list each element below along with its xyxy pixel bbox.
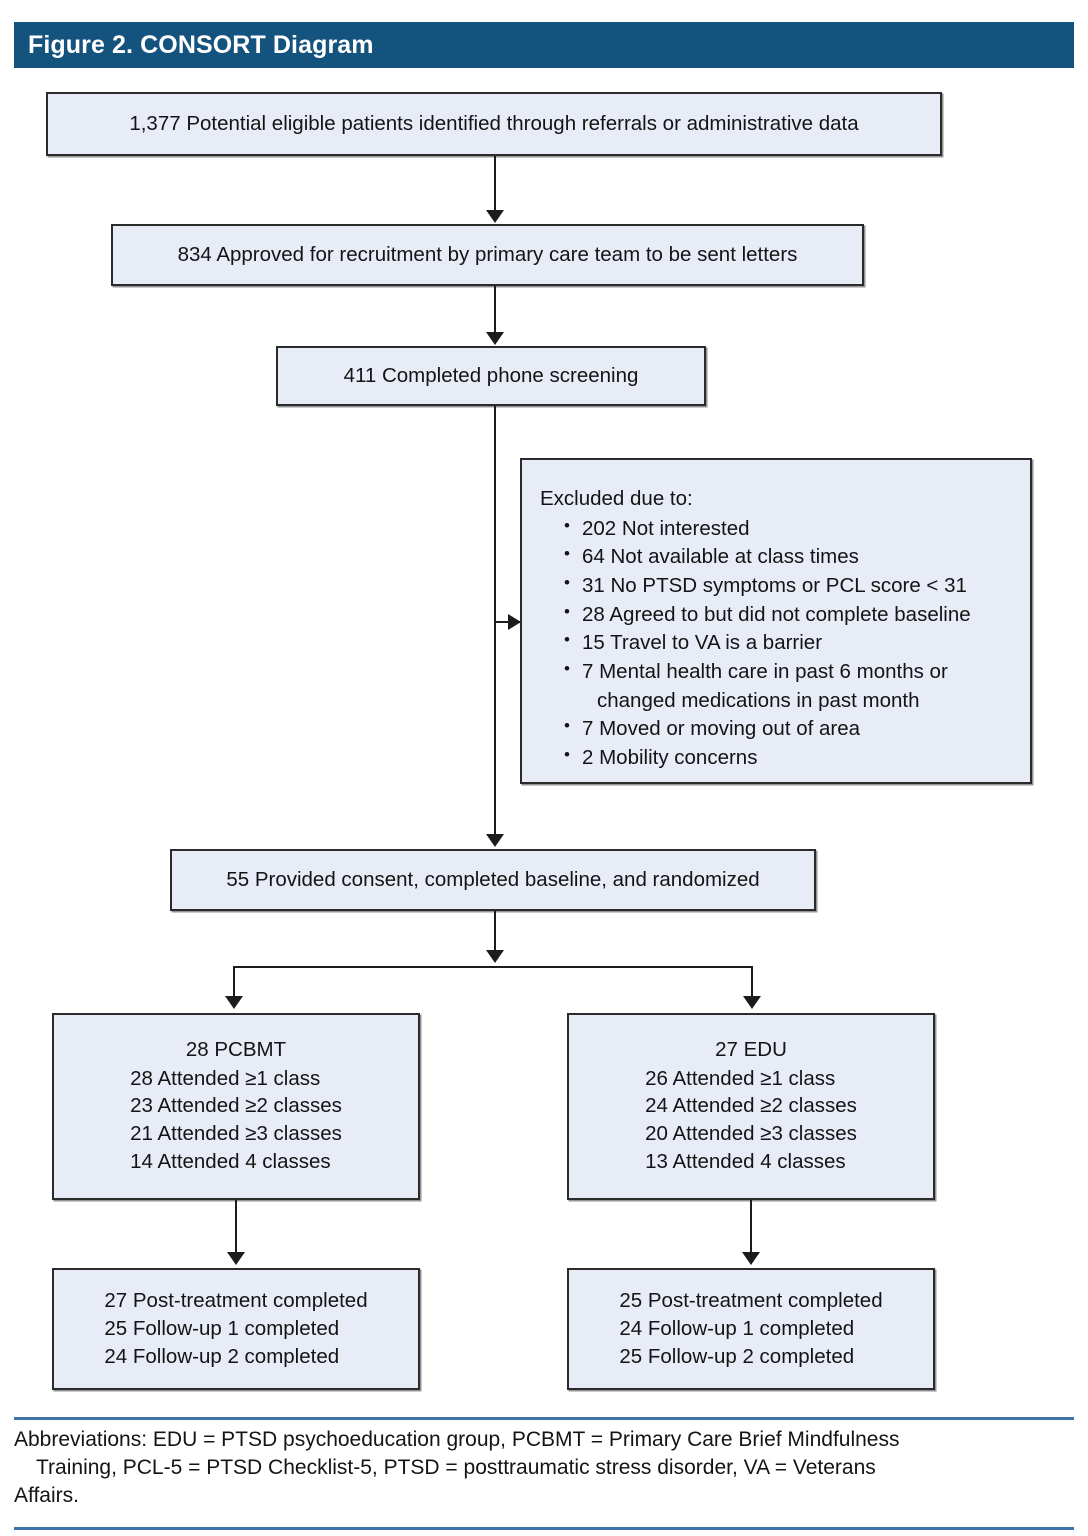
excluded-reason-item: • 2 Mobility concerns bbox=[540, 744, 1030, 773]
bullet-icon: • bbox=[564, 573, 570, 593]
excluded-heading: Excluded due to: bbox=[540, 487, 693, 510]
node-excluded: Excluded due to: • 202 Not interested • … bbox=[520, 458, 1032, 784]
node-screened: 411 Completed phone screening bbox=[276, 346, 706, 406]
node-approved: 834 Approved for recruitment by primary … bbox=[111, 224, 864, 286]
excluded-reason-item: • 202 Not interested bbox=[540, 515, 1030, 544]
arm-pcbmt-title: 28 PCBMT bbox=[185, 1037, 287, 1061]
outcome-pcbmt-line: 24 Follow-up 2 completed bbox=[104, 1344, 340, 1368]
arrowhead-excluded bbox=[508, 614, 521, 630]
abbreviations-line-3: Affairs. bbox=[14, 1483, 79, 1507]
connector-split-right bbox=[751, 966, 753, 998]
bullet-icon: • bbox=[564, 659, 570, 679]
node-identified-text: 1,377 Potential eligible patients identi… bbox=[129, 111, 859, 135]
node-randomized: 55 Provided consent, completed baseline,… bbox=[170, 849, 816, 911]
node-randomized-text: 55 Provided consent, completed baseline,… bbox=[226, 867, 760, 891]
outcome-pcbmt-line: 27 Post-treatment completed bbox=[104, 1289, 368, 1313]
excluded-reason-item: • 64 Not available at class times bbox=[540, 543, 1030, 572]
connector-split-left bbox=[233, 966, 235, 998]
footnote-rule-top bbox=[14, 1417, 1074, 1420]
outcome-edu-line: 24 Follow-up 1 completed bbox=[619, 1317, 855, 1341]
node-arm-edu: 27 EDU 26 Attended ≥1 class 24 Attended … bbox=[567, 1013, 935, 1200]
bullet-icon: • bbox=[564, 630, 570, 650]
excluded-reason-list: • 202 Not interested • 64 Not available … bbox=[540, 515, 1030, 773]
arm-edu-line: 24 Attended ≥2 classes bbox=[645, 1094, 857, 1118]
excluded-reason-text: 31 No PTSD symptoms or PCL score < 31 bbox=[582, 574, 967, 598]
node-outcome-edu: 25 Post-treatment completed 24 Follow-up… bbox=[567, 1268, 935, 1390]
arrowhead-screened bbox=[486, 332, 504, 345]
arrowhead-split bbox=[486, 950, 504, 963]
excluded-reason-text: 15 Travel to VA is a barrier bbox=[582, 631, 823, 655]
excluded-reason-text: 64 Not available at class times bbox=[582, 545, 859, 569]
excluded-reason-text: 202 Not interested bbox=[582, 516, 750, 540]
excluded-reason-text: 7 Mental health care in past 6 months or bbox=[582, 660, 948, 684]
node-identified: 1,377 Potential eligible patients identi… bbox=[46, 92, 942, 156]
excluded-reason-item: • 7 Moved or moving out of area bbox=[540, 715, 1030, 744]
node-approved-text: 834 Approved for recruitment by primary … bbox=[177, 242, 798, 266]
outcome-edu-line: 25 Follow-up 2 completed bbox=[619, 1344, 855, 1368]
bullet-icon: • bbox=[564, 601, 570, 621]
arm-pcbmt-line: 23 Attended ≥2 classes bbox=[130, 1094, 342, 1118]
connector-split-horizontal bbox=[233, 966, 753, 968]
arrowhead-edu bbox=[743, 996, 761, 1009]
node-screened-text: 411 Completed phone screening bbox=[343, 363, 639, 387]
arm-pcbmt-line: 14 Attended 4 classes bbox=[130, 1150, 331, 1174]
outcome-pcbmt-line: 25 Follow-up 1 completed bbox=[104, 1317, 340, 1341]
node-arm-pcbmt: 28 PCBMT 28 Attended ≥1 class 23 Attende… bbox=[52, 1013, 420, 1200]
arm-pcbmt-line: 21 Attended ≥3 classes bbox=[130, 1122, 342, 1146]
connector-approved-to-screened bbox=[494, 286, 496, 333]
connector-randomized-stem bbox=[494, 911, 496, 953]
excluded-reason-item: • 31 No PTSD symptoms or PCL score < 31 bbox=[540, 572, 1030, 601]
abbreviations-line-1: Abbreviations: EDU = PTSD psychoeducatio… bbox=[14, 1428, 900, 1451]
abbreviations-line-2: Training, PCL-5 = PTSD Checklist-5, PTSD… bbox=[36, 1455, 876, 1479]
connector-pcbmt-to-outcome bbox=[235, 1200, 237, 1254]
excluded-reason-item: • 7 Mental health care in past 6 months … bbox=[540, 658, 1030, 715]
connector-screened-to-randomized bbox=[494, 406, 496, 836]
bullet-icon: • bbox=[564, 515, 570, 535]
node-outcome-pcbmt: 27 Post-treatment completed 25 Follow-up… bbox=[52, 1268, 420, 1390]
excluded-reason-text-continued: changed medications in past month bbox=[597, 688, 920, 712]
connector-identified-to-approved bbox=[494, 156, 496, 211]
bullet-icon: • bbox=[564, 716, 570, 736]
excluded-reason-text: 7 Moved or moving out of area bbox=[582, 717, 861, 741]
figure-header-bar: Figure 2. CONSORT Diagram bbox=[14, 22, 1074, 68]
arrowhead-pcbmt bbox=[225, 996, 243, 1009]
figure-title: Figure 2. CONSORT Diagram bbox=[28, 30, 374, 59]
arm-edu-line: 13 Attended 4 classes bbox=[645, 1150, 846, 1174]
arm-edu-line: 20 Attended ≥3 classes bbox=[645, 1122, 857, 1146]
excluded-reason-text: 2 Mobility concerns bbox=[582, 746, 758, 770]
arm-edu-title: 27 EDU bbox=[715, 1037, 787, 1061]
arrowhead-edu-outcome bbox=[742, 1252, 760, 1265]
bullet-icon: • bbox=[564, 544, 570, 564]
abbreviations-note: Abbreviations: EDU = PTSD psychoeducatio… bbox=[14, 1426, 1074, 1510]
connector-edu-to-outcome bbox=[750, 1200, 752, 1254]
arm-edu-line: 26 Attended ≥1 class bbox=[645, 1066, 836, 1090]
excluded-reason-text: 28 Agreed to but did not complete baseli… bbox=[582, 602, 971, 626]
bullet-icon: • bbox=[564, 745, 570, 765]
excluded-reason-item: • 15 Travel to VA is a barrier bbox=[540, 629, 1030, 658]
arrowhead-pcbmt-outcome bbox=[227, 1252, 245, 1265]
arm-pcbmt-line: 28 Attended ≥1 class bbox=[130, 1066, 321, 1090]
footnote-rule-bottom bbox=[14, 1527, 1074, 1530]
excluded-reason-item: • 28 Agreed to but did not complete base… bbox=[540, 601, 1030, 630]
arrowhead-randomized bbox=[486, 834, 504, 847]
outcome-edu-line: 25 Post-treatment completed bbox=[619, 1289, 883, 1313]
arrowhead-approved bbox=[486, 210, 504, 223]
